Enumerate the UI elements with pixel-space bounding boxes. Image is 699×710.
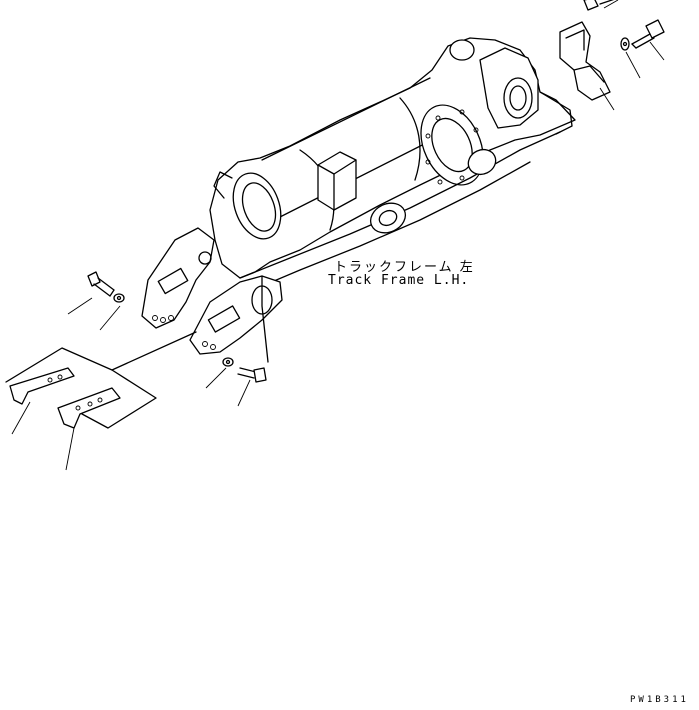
washer-icon xyxy=(620,37,630,51)
part-name-en: Track Frame L.H. xyxy=(328,273,470,288)
bolt-icon xyxy=(631,19,665,49)
part-name-jp: トラックフレーム 左 xyxy=(334,260,475,275)
leader-lines xyxy=(11,0,665,471)
bracket-assembly xyxy=(559,0,615,101)
washer-icon xyxy=(113,293,125,303)
bolt-icon xyxy=(87,271,115,297)
drawing-code: PW1B311 xyxy=(630,695,689,705)
guard-icon xyxy=(5,347,157,429)
track-frame xyxy=(141,37,576,363)
washer-icon xyxy=(222,357,234,367)
bolt-icon xyxy=(237,367,267,383)
